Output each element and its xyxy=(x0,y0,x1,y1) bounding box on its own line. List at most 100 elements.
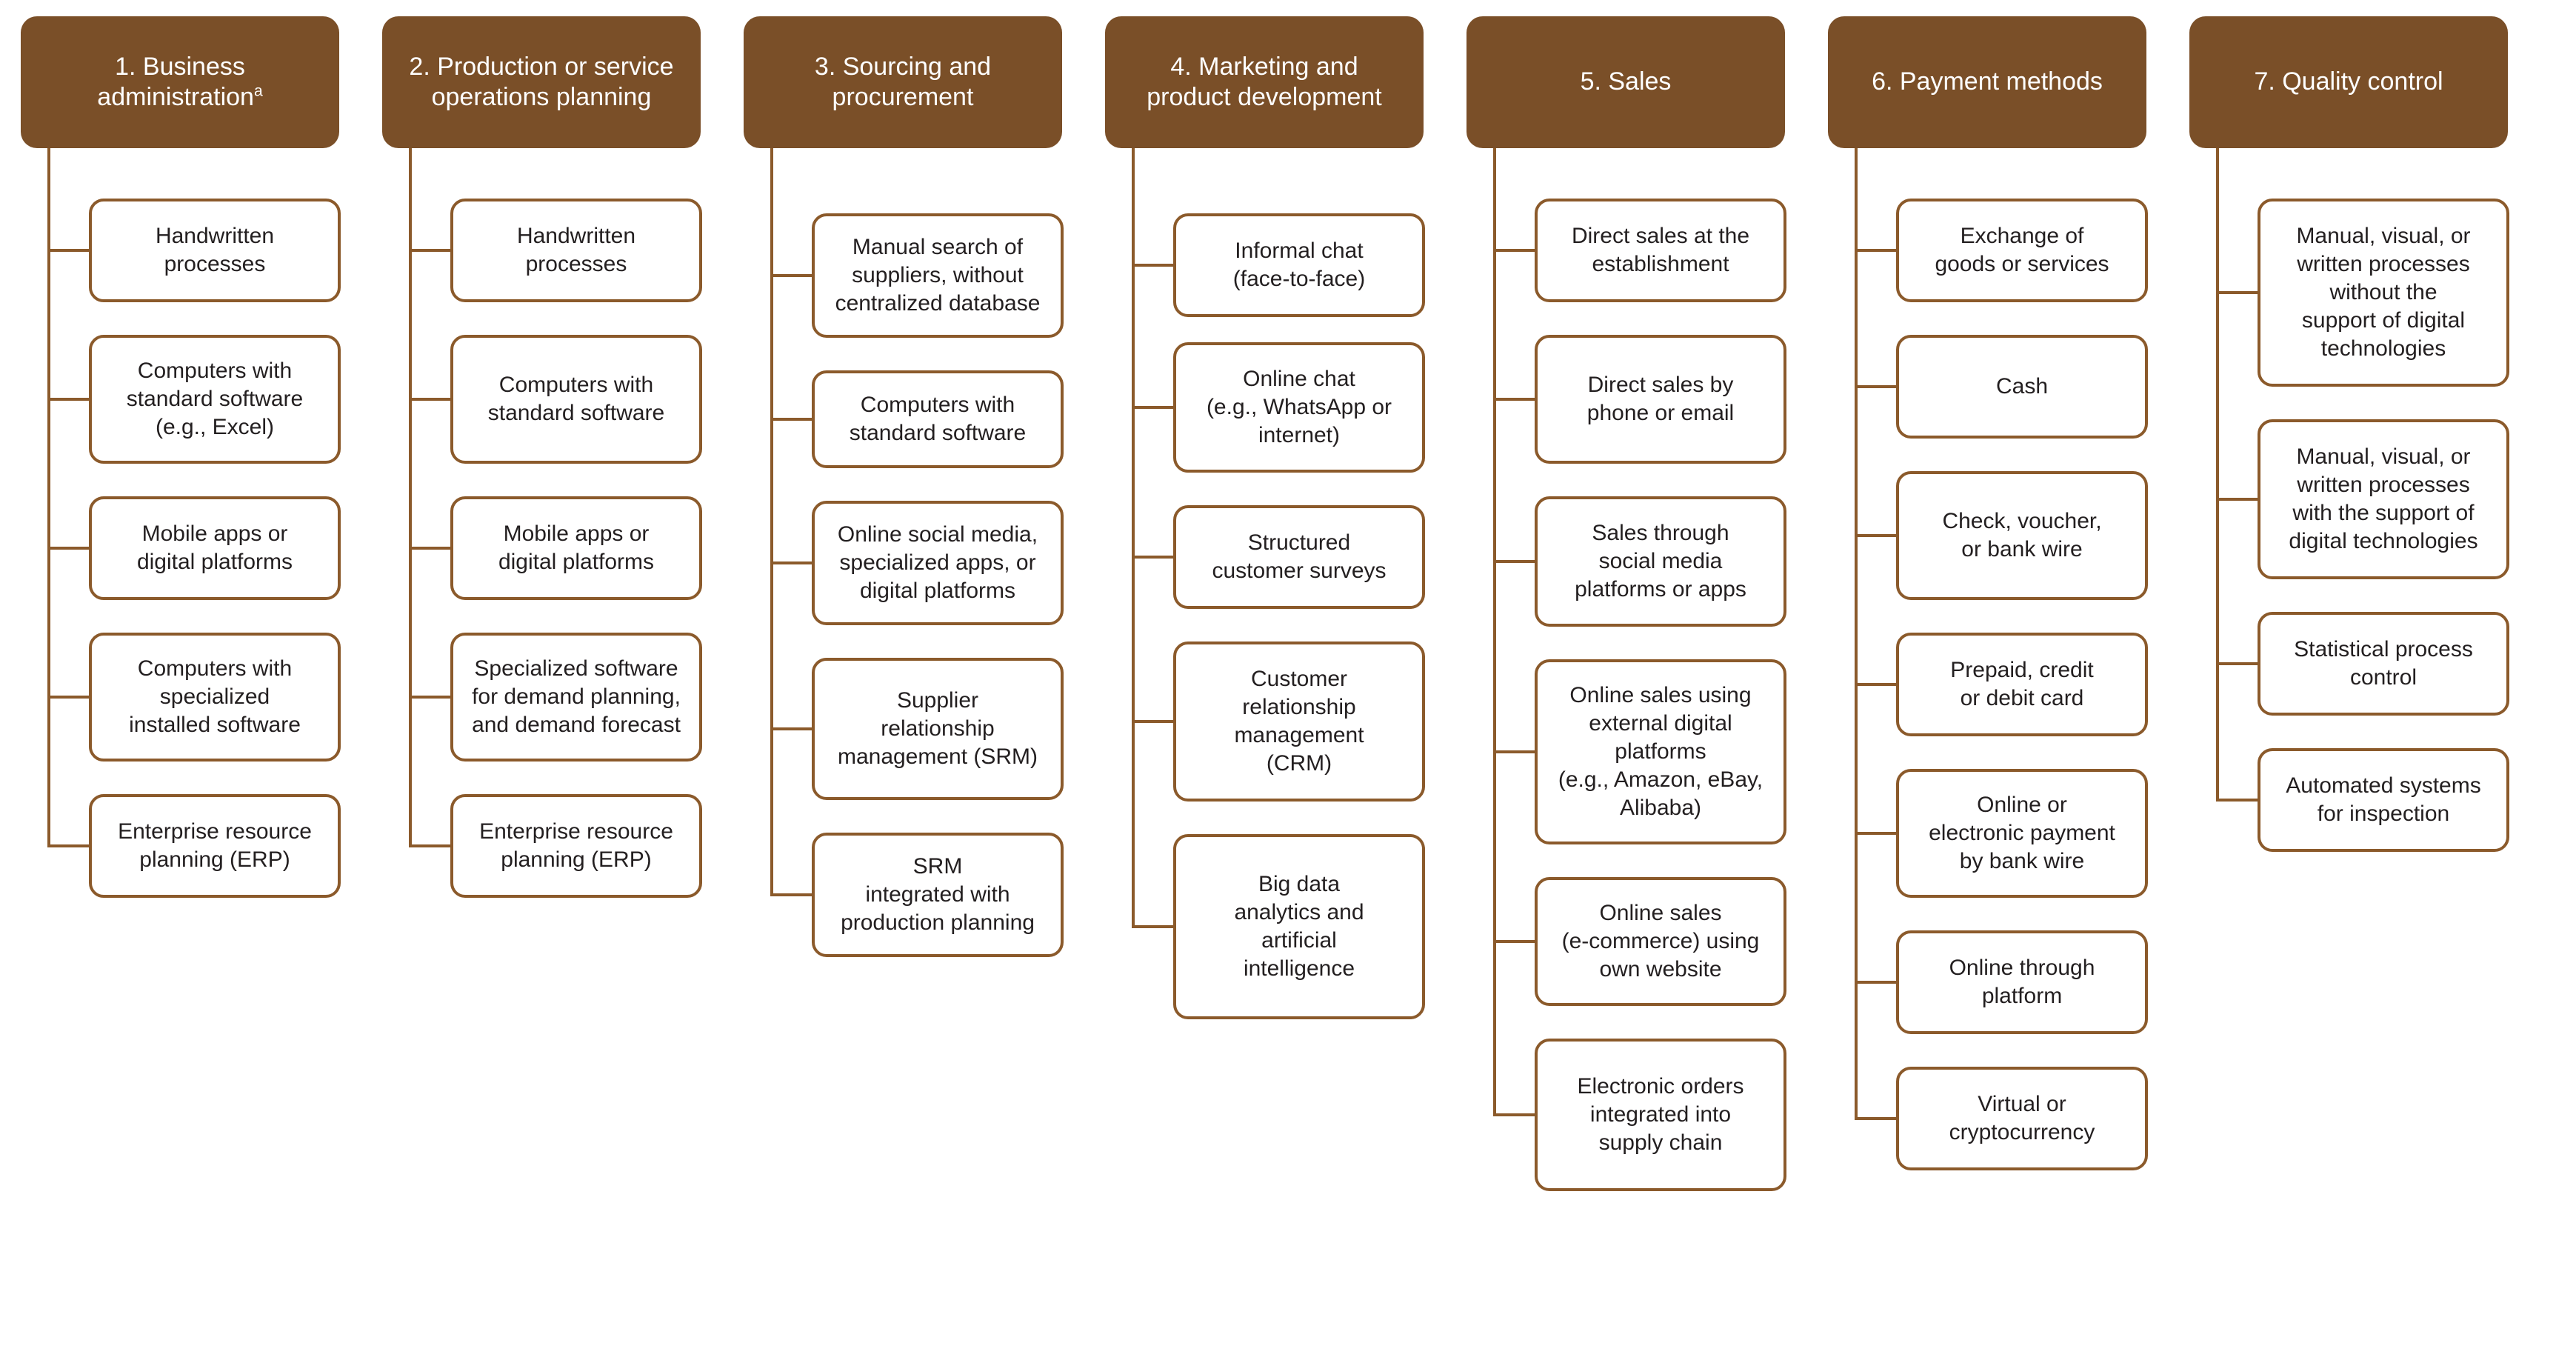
column-header-sourcing-and-procurement[interactable]: 3. Sourcing and procurement xyxy=(744,16,1062,148)
connector-trunk xyxy=(770,148,773,895)
item-box[interactable]: Online chat (e.g., WhatsApp or internet) xyxy=(1173,342,1425,473)
item-box[interactable]: Online social media, specialized apps, o… xyxy=(812,501,1064,625)
item-box[interactable]: Computers with specialized installed sof… xyxy=(89,633,341,762)
item-box[interactable]: Manual, visual, or written processes wit… xyxy=(2258,199,2509,387)
connector-stub xyxy=(1493,560,1535,563)
item-box[interactable]: Computers with standard software xyxy=(450,335,702,464)
item-label: Cash xyxy=(1995,373,2049,399)
connector-trunk xyxy=(2216,148,2219,800)
item-box[interactable]: Exchange of goods or services xyxy=(1896,199,2148,302)
connector-trunk xyxy=(409,148,412,846)
item-box[interactable]: Handwritten processes xyxy=(450,199,702,302)
item-label: Exchange of goods or services xyxy=(1935,223,2109,276)
item-box[interactable]: Mobile apps or digital platforms xyxy=(89,496,341,600)
connector-stub xyxy=(1493,398,1535,401)
connector-stub xyxy=(409,249,450,252)
item-box[interactable]: Online sales using external digital plat… xyxy=(1535,659,1786,844)
column-header-label: 2. Production or service operations plan… xyxy=(409,52,674,111)
item-label: Handwritten processes xyxy=(155,223,275,276)
item-box[interactable]: Prepaid, credit or debit card xyxy=(1896,633,2148,736)
column-header-label: 6. Payment methods xyxy=(1872,67,2103,96)
connector-stub xyxy=(770,727,812,730)
item-box[interactable]: Statistical process control xyxy=(2258,612,2509,716)
item-label: Mobile apps or digital platforms xyxy=(136,521,293,574)
item-box[interactable]: SRM integrated with production planning xyxy=(812,833,1064,957)
column-header-payment-methods[interactable]: 6. Payment methods xyxy=(1828,16,2146,148)
item-box[interactable]: Online sales (e-commerce) using own webs… xyxy=(1535,877,1786,1006)
connector-stub xyxy=(770,274,812,277)
item-box[interactable]: Sales through social media platforms or … xyxy=(1535,496,1786,627)
column-header-business-administration[interactable]: 1. Business administrationa xyxy=(21,16,339,148)
item-box[interactable]: Direct sales at the establishment xyxy=(1535,199,1786,302)
column-header-label: 7. Quality control xyxy=(2254,67,2443,96)
column-header-production-operations-planning[interactable]: 2. Production or service operations plan… xyxy=(382,16,701,148)
connector-stub xyxy=(770,893,812,896)
connector-stub xyxy=(1132,264,1173,267)
item-box[interactable]: Electronic orders integrated into supply… xyxy=(1535,1039,1786,1191)
item-box[interactable]: Online or electronic payment by bank wir… xyxy=(1896,769,2148,898)
connector-stub xyxy=(1855,981,1896,984)
item-box[interactable]: Big data analytics and artificial intell… xyxy=(1173,834,1425,1019)
connector-trunk xyxy=(1855,148,1858,1119)
connector-stub xyxy=(47,844,89,847)
item-label: Online through platform xyxy=(1949,955,2095,1008)
item-box[interactable]: Supplier relationship management (SRM) xyxy=(812,658,1064,800)
item-label: Computers with standard software (e.g., … xyxy=(126,358,304,440)
item-box[interactable]: Specialized software for demand planning… xyxy=(450,633,702,762)
item-label: Online chat (e.g., WhatsApp or internet) xyxy=(1206,366,1392,448)
item-box[interactable]: Virtual or cryptocurrency xyxy=(1896,1067,2148,1170)
item-box[interactable]: Check, voucher, or bank wire xyxy=(1896,471,2148,600)
item-box[interactable]: Direct sales by phone or email xyxy=(1535,335,1786,464)
item-box[interactable]: Customer relationship management (CRM) xyxy=(1173,641,1425,802)
column-header-quality-control[interactable]: 7. Quality control xyxy=(2189,16,2508,148)
column-header-label: 5. Sales xyxy=(1580,67,1672,96)
connector-stub xyxy=(1493,249,1535,252)
item-box[interactable]: Handwritten processes xyxy=(89,199,341,302)
item-box[interactable]: Enterprise resource planning (ERP) xyxy=(89,794,341,898)
item-label: SRM integrated with production planning xyxy=(841,853,1035,936)
connector-stub xyxy=(1855,1117,1896,1120)
column-header-marketing-and-product-development[interactable]: 4. Marketing and product development xyxy=(1105,16,1424,148)
connector-stub xyxy=(1132,406,1173,409)
item-box[interactable]: Structured customer surveys xyxy=(1173,505,1425,609)
item-label: Computers with standard software xyxy=(487,372,665,425)
connector-stub xyxy=(47,249,89,252)
item-label: Direct sales at the establishment xyxy=(1571,223,1750,276)
item-label: Automated systems for inspection xyxy=(2286,773,2481,826)
connector-stub xyxy=(409,696,450,699)
column-header-label: 3. Sourcing and procurement xyxy=(814,52,992,111)
item-label: Mobile apps or digital platforms xyxy=(498,521,655,574)
item-box[interactable]: Cash xyxy=(1896,335,2148,439)
column-header-sales[interactable]: 5. Sales xyxy=(1466,16,1785,148)
item-label: Manual, visual, or written processes wit… xyxy=(2289,444,2478,554)
connector-stub xyxy=(1132,556,1173,559)
item-box[interactable]: Online through platform xyxy=(1896,930,2148,1034)
item-box[interactable]: Manual, visual, or written processes wit… xyxy=(2258,419,2509,579)
item-label: Computers with specialized installed sof… xyxy=(129,656,301,738)
item-label: Enterprise resource planning (ERP) xyxy=(118,819,312,872)
item-label: Manual search of suppliers, without cent… xyxy=(835,234,1041,316)
connector-stub xyxy=(1493,940,1535,943)
item-label: Virtual or cryptocurrency xyxy=(1949,1091,2095,1144)
connector-trunk xyxy=(1493,148,1496,1115)
item-label: Online sales using external digital plat… xyxy=(1558,682,1764,821)
item-box[interactable]: Computers with standard software (e.g., … xyxy=(89,335,341,464)
item-box[interactable]: Enterprise resource planning (ERP) xyxy=(450,794,702,898)
item-box[interactable]: Mobile apps or digital platforms xyxy=(450,496,702,600)
item-box[interactable]: Informal chat (face-to-face) xyxy=(1173,213,1425,317)
connector-stub xyxy=(1493,750,1535,753)
item-box[interactable]: Manual search of suppliers, without cent… xyxy=(812,213,1064,338)
item-box[interactable]: Automated systems for inspection xyxy=(2258,748,2509,852)
connector-stub xyxy=(1855,534,1896,537)
item-label: Manual, visual, or written processes wit… xyxy=(2296,223,2471,361)
item-label: Handwritten processes xyxy=(516,223,636,276)
connector-stub xyxy=(2216,662,2258,665)
item-box[interactable]: Computers with standard software xyxy=(812,370,1064,468)
connector-stub xyxy=(2216,799,2258,802)
column-production-operations-planning: 2. Production or service operations plan… xyxy=(361,0,721,1363)
item-label: Supplier relationship management (SRM) xyxy=(837,687,1038,770)
item-label: Specialized software for demand planning… xyxy=(472,656,681,738)
